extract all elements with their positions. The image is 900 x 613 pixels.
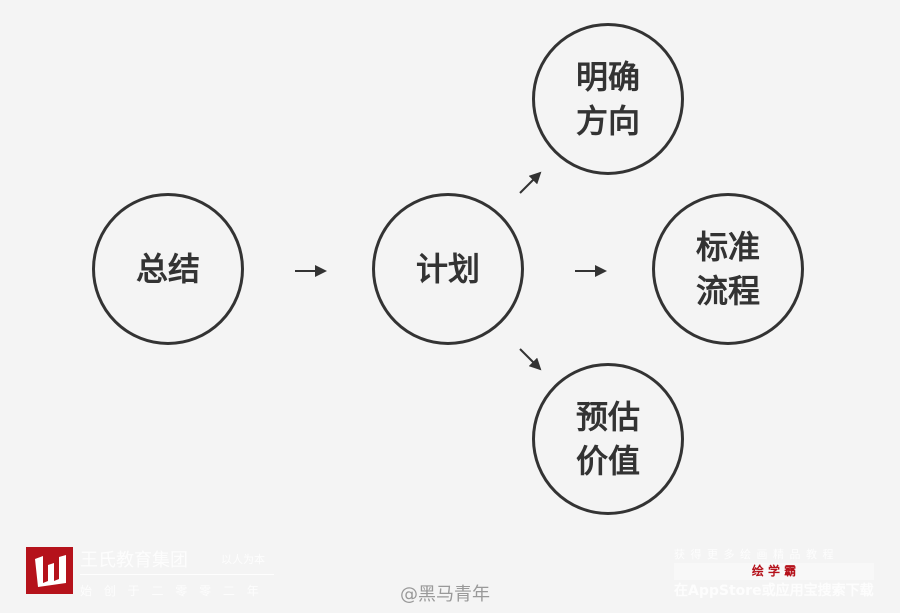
app-name: 绘 学 霸 (674, 563, 874, 580)
node-plan: 计划 (372, 193, 524, 345)
node-label: 总结 (135, 250, 200, 288)
node-value: 预估价值 (532, 363, 684, 515)
node-label: 明确 (575, 58, 640, 96)
node-label: 流程 (695, 272, 760, 310)
node-label: 计划 (415, 250, 480, 288)
node-label: 标准 (695, 228, 760, 266)
watermark-motto: 以人为本 (221, 553, 265, 566)
watermark-handle: @黑马青年 (400, 584, 490, 605)
watermark-divider (80, 574, 274, 575)
app-promo: 获 得 更 多 绘 画 精 品 教 程 (674, 548, 835, 561)
watermark-founded: 始 创 于 二 零 零 二 年 (80, 584, 263, 598)
arrow-plan-direction (519, 171, 542, 194)
node-label: 预估 (575, 398, 640, 436)
watermark-org: 王氏教育集团 (80, 550, 188, 571)
node-label: 方向 (575, 102, 640, 140)
node-process: 标准流程 (652, 193, 804, 345)
arrow-plan-value (519, 348, 542, 371)
node-direction: 明确方向 (532, 23, 684, 175)
app-download: 在AppStore或应用宝搜索下载 (674, 583, 874, 599)
logo (26, 547, 73, 594)
node-summary: 总结 (92, 193, 244, 345)
node-label: 价值 (575, 442, 640, 480)
